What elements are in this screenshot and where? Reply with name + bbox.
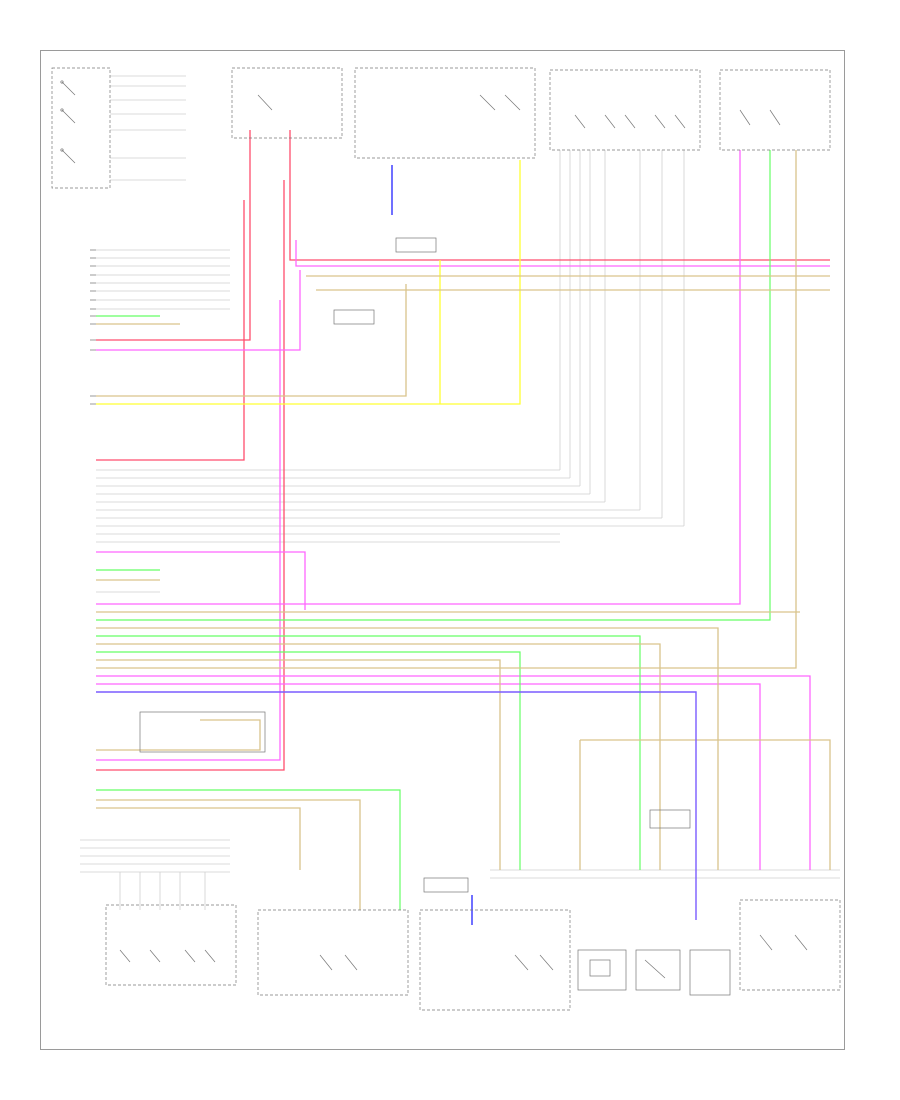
violet-wires [96, 691, 697, 920]
blue-wires [391, 165, 473, 925]
diagram-frame [40, 50, 845, 1050]
pink-wires [96, 150, 830, 870]
gray-pin-wires [80, 75, 840, 910]
tan-wires [96, 150, 831, 910]
red-wires [96, 130, 830, 771]
green-wires [96, 150, 771, 910]
connector-markers [90, 249, 96, 405]
component-outlines [51, 67, 841, 1011]
yellow-wires [96, 160, 521, 405]
pass-seat-switch-box [51, 67, 111, 189]
